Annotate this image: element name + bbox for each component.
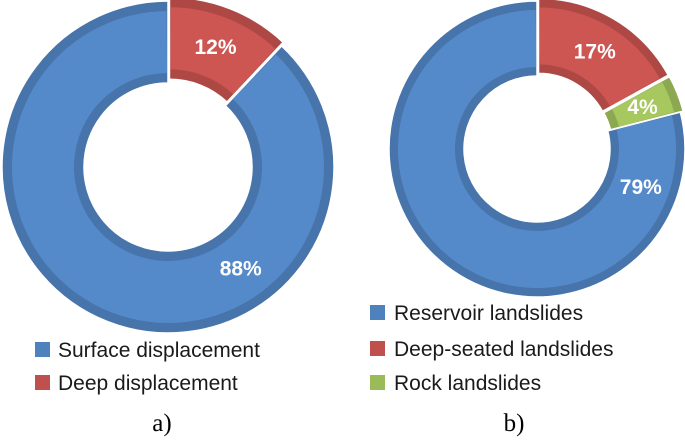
data-label-deep-displacement: 12% bbox=[194, 36, 236, 59]
slice-face-deep-displacement bbox=[170, 7, 276, 95]
panel-label-b: b) bbox=[504, 410, 525, 437]
legend-swatch-surface-displacement bbox=[35, 342, 50, 357]
legend-swatch-deep-displacement bbox=[35, 375, 50, 390]
legend-label-deep-seated-landslides: Deep-seated landslides bbox=[394, 338, 613, 361]
data-label-deep-seated-landslides: 17% bbox=[574, 40, 616, 63]
legend-label-reservoir-landslides: Reservoir landslides bbox=[394, 302, 583, 325]
legend-label-surface-displacement: Surface displacement bbox=[58, 339, 260, 362]
data-labels-b: 79% 17% 4% bbox=[574, 40, 662, 199]
legend-swatch-rock-landslides bbox=[370, 375, 385, 390]
panel-label-a: a) bbox=[152, 410, 171, 437]
legend-swatch-deep-seated-landslides bbox=[370, 341, 385, 356]
data-label-rock-landslides: 4% bbox=[627, 96, 658, 119]
legend-label-rock-landslides: Rock landslides bbox=[394, 372, 541, 395]
slices-a bbox=[1, 0, 335, 334]
slice-face-deep-seated-landslides bbox=[539, 7, 660, 107]
data-label-reservoir-landslides: 79% bbox=[620, 176, 662, 199]
donut-chart-a: 88% 12% Surface displacement Deep displac… bbox=[1, 0, 335, 437]
legend-b: Reservoir landslides Deep-seated landsli… bbox=[370, 302, 613, 395]
slices-b bbox=[388, 0, 685, 298]
slice-face-surface-displacement bbox=[12, 11, 325, 323]
donut-chart-b: 79% 17% 4% Reservoir landslides Deep-seate… bbox=[370, 0, 685, 437]
legend-a: Surface displacement Deep displacement bbox=[35, 339, 260, 395]
slice-face-rock-landslides bbox=[612, 82, 675, 127]
slice-face-reservoir-landslides bbox=[398, 10, 676, 288]
data-label-surface-displacement: 88% bbox=[220, 258, 262, 281]
data-labels-a: 88% 12% bbox=[194, 36, 262, 281]
legend-swatch-reservoir-landslides bbox=[370, 305, 385, 320]
legend-label-deep-displacement: Deep displacement bbox=[58, 372, 238, 395]
